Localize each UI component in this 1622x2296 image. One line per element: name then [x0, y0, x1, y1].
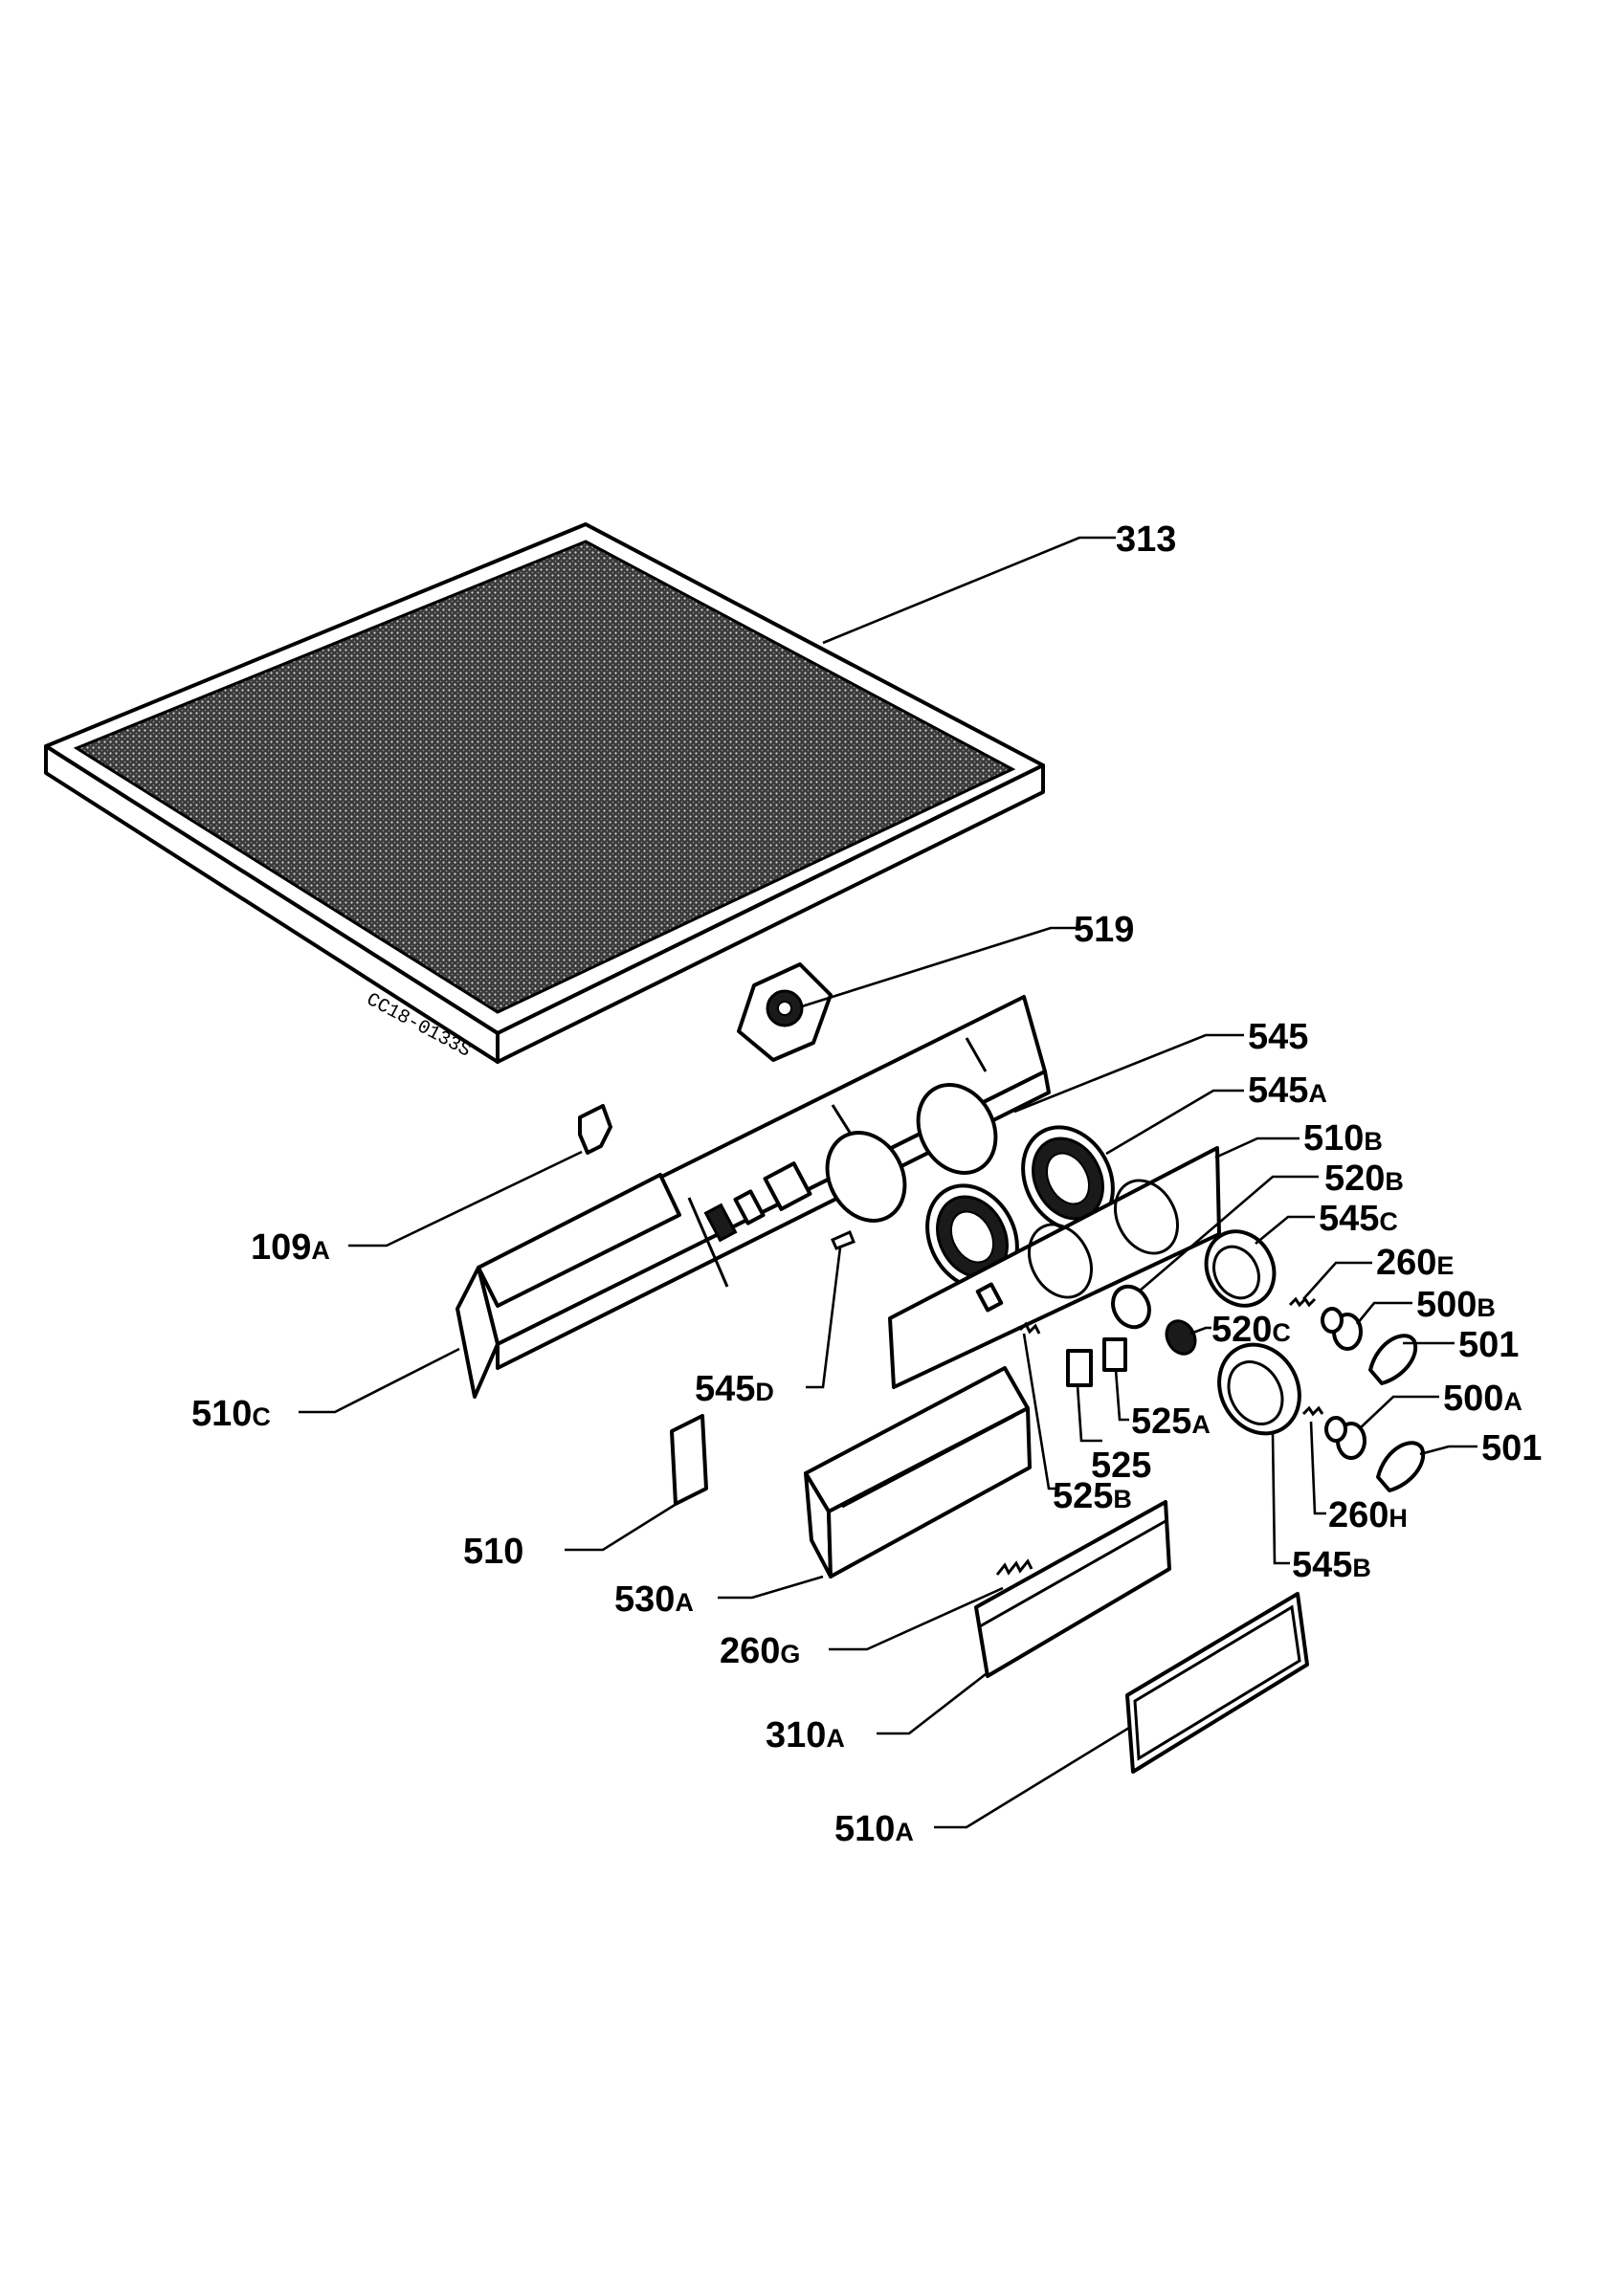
part-545c-bezel: [1204, 1229, 1277, 1308]
label-525b: 525B: [1053, 1476, 1132, 1516]
label-510b: 510B: [1303, 1118, 1383, 1159]
label-519: 519: [1074, 910, 1134, 950]
part-519-switch: [737, 962, 833, 1062]
part-520b-ring: [1111, 1284, 1151, 1330]
part-545d-tab: [831, 1229, 855, 1250]
part-500a-bush: [1324, 1416, 1366, 1460]
label-260e: 260E: [1376, 1243, 1454, 1283]
label-525: 525: [1091, 1446, 1151, 1486]
label-520c: 520C: [1211, 1310, 1291, 1350]
part-260g-spring: [995, 1558, 1033, 1576]
part-545b-bezel: [1217, 1342, 1301, 1436]
label-500b: 500B: [1416, 1285, 1496, 1325]
part-510-bracket: [670, 1414, 708, 1506]
part-525b-spring: [1018, 1321, 1041, 1335]
part-313-filter-panel: CC18-0133S: [44, 522, 1045, 1064]
part-530a-handle: [804, 1366, 1032, 1578]
part-260e-spring: [1288, 1296, 1317, 1308]
label-545: 545: [1248, 1017, 1308, 1057]
leader-lines: [299, 536, 1478, 1829]
part-525-button: [1066, 1349, 1093, 1387]
part-510a-plate: [1125, 1592, 1309, 1774]
label-525a: 525A: [1131, 1402, 1211, 1442]
label-545a: 545A: [1248, 1071, 1327, 1111]
label-510a: 510A: [834, 1809, 914, 1849]
label-313: 313: [1116, 519, 1176, 560]
label-501-lower: 501: [1481, 1428, 1542, 1468]
label-109a: 109A: [251, 1227, 330, 1268]
label-545c: 545C: [1319, 1199, 1398, 1239]
part-501-knob-upper: [1368, 1334, 1418, 1385]
label-510c: 510C: [191, 1394, 271, 1434]
label-260g: 260G: [720, 1631, 800, 1671]
label-310a: 310A: [766, 1715, 845, 1755]
part-500b-bush: [1321, 1307, 1363, 1351]
label-510: 510: [463, 1532, 523, 1572]
label-520b: 520B: [1324, 1159, 1404, 1199]
part-525a-button: [1102, 1337, 1127, 1372]
part-510b-front-plate: [888, 1146, 1221, 1389]
label-545b: 545B: [1292, 1545, 1371, 1585]
part-109a-clip: [578, 1104, 612, 1155]
label-260h: 260H: [1328, 1495, 1408, 1535]
part-545a-ring: [1021, 1125, 1115, 1232]
label-530a: 530A: [614, 1579, 694, 1620]
label-500a: 500A: [1443, 1379, 1522, 1419]
part-501-knob-lower: [1376, 1441, 1426, 1492]
label-545d: 545D: [695, 1369, 774, 1409]
part-260h-spring: [1301, 1405, 1324, 1417]
part-310a-cover: [974, 1500, 1171, 1678]
callout-labels: 313 519 545 545A 510B 520B 545C 260E 500…: [191, 519, 1542, 1849]
part-520c-ring: [1165, 1319, 1197, 1356]
part-510c-control-housing: [455, 995, 1051, 1399]
label-501-upper: 501: [1458, 1325, 1519, 1365]
